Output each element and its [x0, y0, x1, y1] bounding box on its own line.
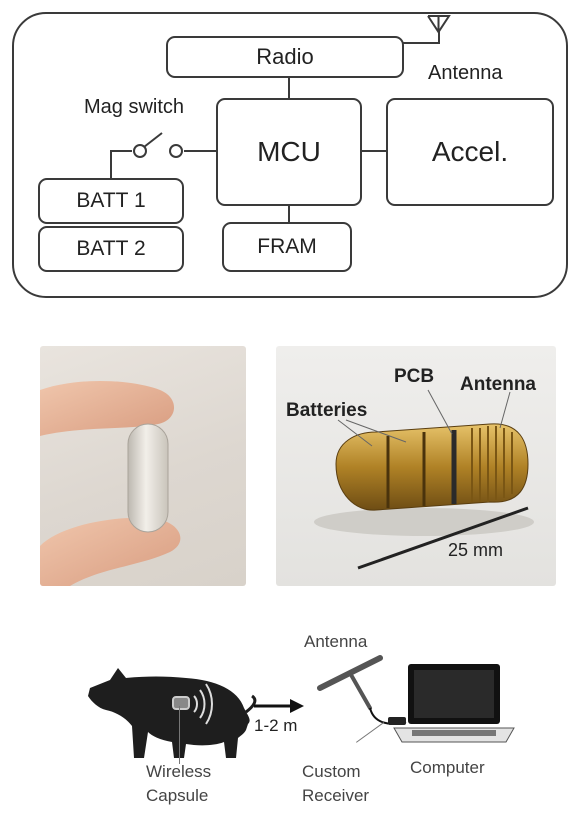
signal-waves-icon: [193, 683, 213, 725]
capsule-label-line2: Capsule: [146, 786, 209, 805]
wire-antenna-mast: [438, 30, 440, 44]
mag-switch-icon: [133, 132, 183, 158]
capsule-icon: [172, 696, 190, 710]
arrow-icon: [254, 699, 304, 713]
open-capsule-photo: PCB Antenna Batteries 25 mm: [276, 346, 556, 586]
setup-antenna-label: Antenna: [304, 632, 368, 651]
fram-label: FRAM: [257, 235, 317, 258]
capsule-pointer-line: [179, 706, 180, 764]
mcu-label: MCU: [257, 136, 321, 167]
accel-label: Accel.: [431, 136, 509, 167]
batt2-block: BATT 2: [38, 226, 184, 272]
wire-radio-mcu: [288, 76, 290, 99]
batteries-label: Batteries: [286, 400, 368, 421]
radio-label: Radio: [256, 44, 314, 69]
accel-block: Accel.: [386, 98, 554, 206]
wire-radio-antenna-h: [403, 42, 440, 44]
mcu-block: MCU: [216, 98, 362, 206]
radio-block: Radio: [166, 36, 404, 78]
receiver-icon: [388, 717, 406, 725]
receiver-label-line2: Receiver: [302, 786, 370, 805]
capsule-in-hand-photo: [40, 346, 246, 586]
batt1-label: BATT 1: [76, 189, 146, 212]
pcb-label: PCB: [394, 366, 435, 387]
capsule-label-line1: Wireless: [146, 762, 212, 781]
wire-mcu-accel: [360, 150, 388, 152]
wire-switch-mcu: [184, 150, 218, 152]
wire-switch-left: [110, 150, 132, 152]
fram-block: FRAM: [222, 222, 352, 272]
wire-switch-batt: [110, 150, 112, 180]
computer-label: Computer: [410, 758, 485, 777]
distance-label: 1-2 m: [254, 716, 298, 735]
antenna-label: Antenna: [428, 62, 503, 84]
antenna-icon: [427, 15, 451, 34]
mag-switch-label: Mag switch: [84, 96, 185, 118]
batt2-label: BATT 2: [76, 237, 146, 260]
antenna-photo-label: Antenna: [460, 374, 536, 395]
receiver-label-line1: Custom: [302, 762, 361, 781]
laptop-icon: [393, 664, 515, 743]
pig-icon: [88, 668, 257, 758]
scale-label: 25 mm: [448, 540, 504, 560]
batt1-block: BATT 1: [38, 178, 184, 224]
wire-mcu-fram: [288, 204, 290, 224]
